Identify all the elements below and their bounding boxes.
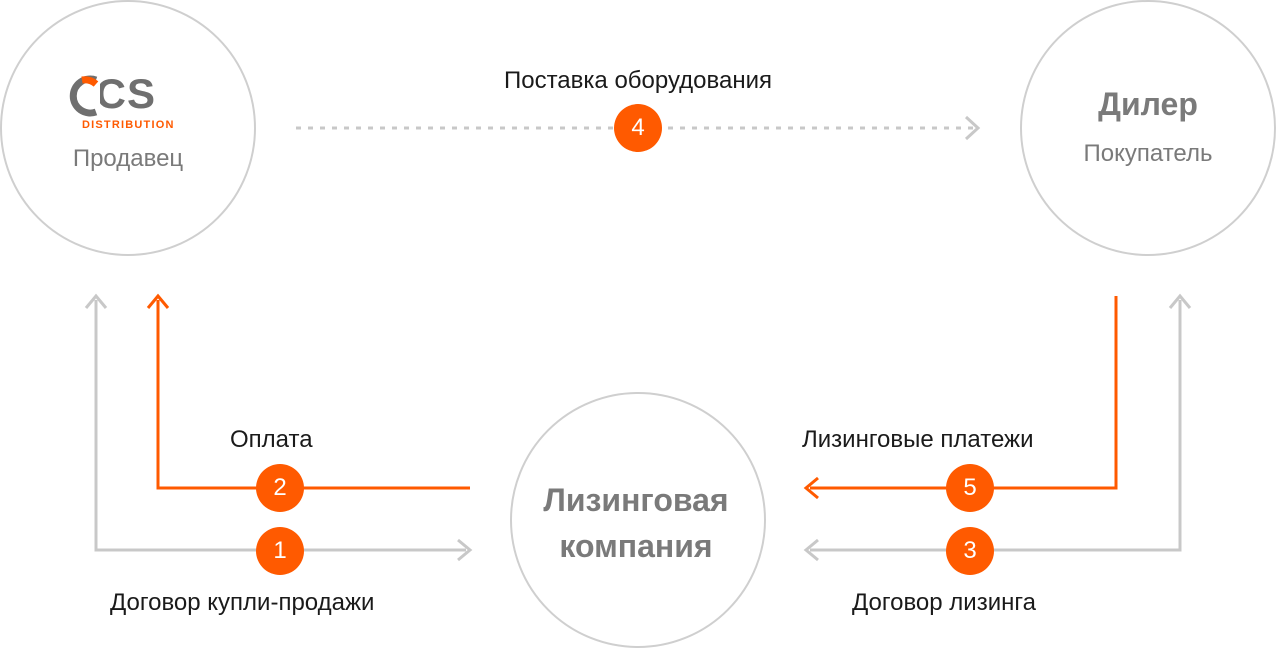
- leasing-company-name-label: Лизинговая компания: [543, 482, 729, 564]
- step-badge-1: 1: [256, 527, 304, 575]
- dealer-name-label: Дилер: [1098, 86, 1198, 122]
- contract-sale-flow-line: [94, 300, 466, 552]
- contract-leasing-flow-label: Договор лизинга: [852, 589, 1036, 616]
- payment-flow-line: [156, 300, 470, 490]
- step-badge-2: 2: [256, 464, 304, 512]
- contract-sale-flow-label: Договор купли-продажи: [110, 589, 375, 616]
- contract-leasing-arrowhead-left: [803, 538, 819, 562]
- payment-flow-label: Оплата: [230, 426, 313, 453]
- step-badge-4: 4: [614, 104, 662, 152]
- leasing-payments-flow-line: [810, 296, 1118, 490]
- ocs-logo-letters: OCS: [62, 70, 157, 117]
- ocs-logo-mark: [69, 75, 99, 117]
- step-badge-5: 5: [946, 464, 994, 512]
- seller-role-label: Продавец: [72, 145, 184, 172]
- supply-flow-arrowhead: [964, 115, 981, 141]
- contract-leasing-flow-line: [810, 300, 1182, 552]
- ocs-logo-text: OCS: [100, 73, 156, 115]
- seller-node-circle: [0, 0, 256, 256]
- payment-flow-arrowhead: [146, 293, 170, 309]
- ocs-logo-subtitle: DISTRIBUTION: [82, 119, 175, 131]
- contract-leasing-arrowhead-up: [1168, 293, 1192, 309]
- dealer-role-label: Покупатель: [1083, 140, 1213, 167]
- contract-sale-arrowhead-right: [457, 538, 473, 562]
- leasing-payments-flow-label: Лизинговые платежи: [802, 426, 1034, 453]
- leasing-node-circle: [510, 392, 766, 648]
- supply-flow-label: Поставка оборудования: [503, 67, 773, 94]
- dealer-node-circle: [1020, 0, 1276, 256]
- step-badge-3: 3: [946, 527, 994, 575]
- leasing-payments-arrowhead: [803, 476, 819, 500]
- contract-sale-arrowhead-up: [84, 293, 108, 309]
